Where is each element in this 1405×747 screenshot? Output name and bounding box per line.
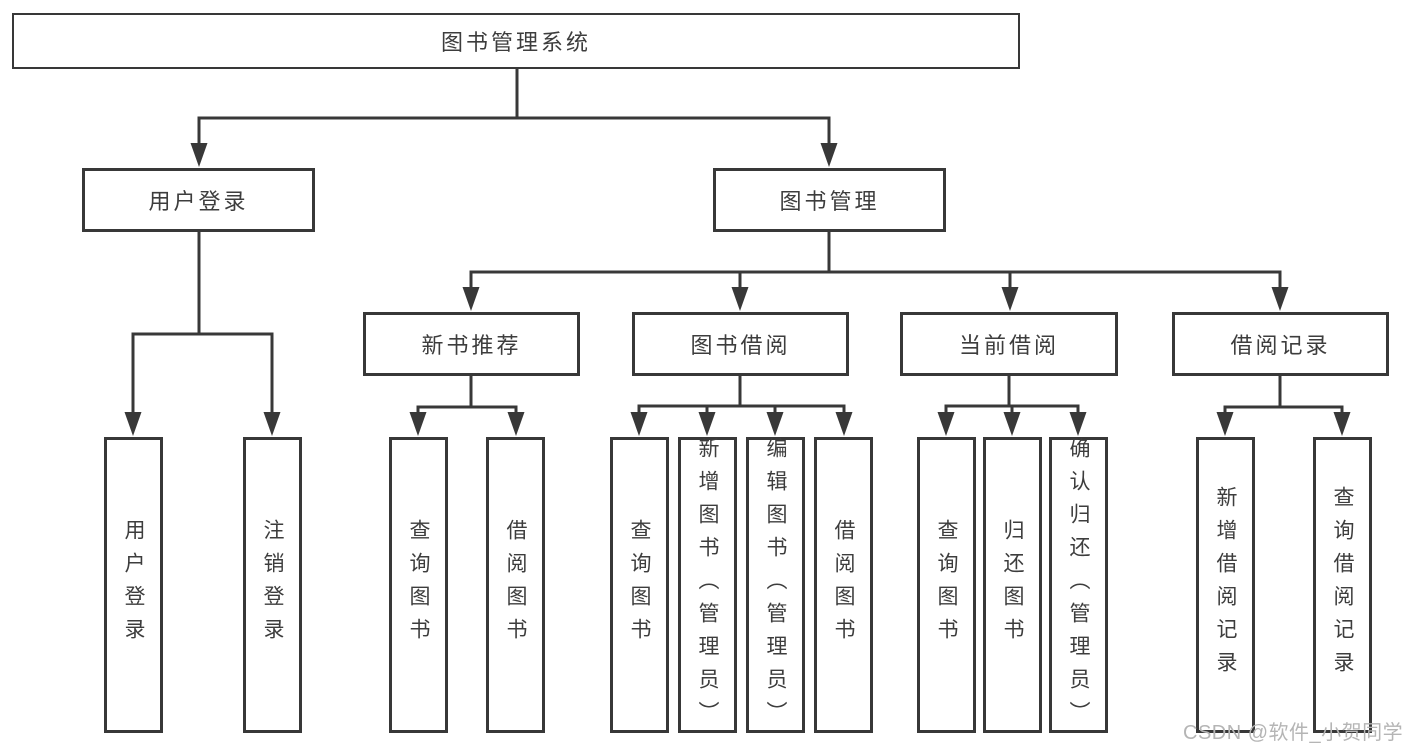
leaf-recommend-query-books: 查询图书 (389, 437, 448, 733)
leaf-label: 新增借阅记录 (1214, 486, 1237, 684)
leaf-borrowing-query-books: 查询图书 (610, 437, 669, 733)
leaf-label: 用户登录 (122, 519, 145, 651)
leaf-user-login: 用户登录 (104, 437, 163, 733)
node-label: 图书管理 (779, 189, 880, 214)
csdn-watermark: CSDN @软件_小贺同学 (1183, 722, 1404, 744)
node-borrowing-records: 借阅记录 (1172, 312, 1389, 376)
leaf-borrowing-add-books-admin: 新增图书（管理员） (678, 436, 737, 734)
leaf-current-query-books: 查询图书 (917, 437, 976, 733)
leaf-label: 查询图书 (407, 519, 430, 651)
leaf-recommend-borrow-books: 借阅图书 (486, 437, 545, 733)
node-user-login: 用户登录 (82, 168, 315, 232)
node-new-book-recommendation: 新书推荐 (363, 312, 580, 376)
node-book-borrowing: 图书借阅 (632, 312, 849, 376)
leaf-label: 注销登录 (261, 519, 284, 651)
leaf-label: 查询图书 (628, 519, 651, 651)
leaf-borrowing-borrow-books: 借阅图书 (814, 437, 873, 733)
leaf-current-confirm-return-admin: 确认归还（管理员） (1049, 436, 1108, 734)
leaf-label: 查询图书 (935, 519, 958, 651)
leaf-current-return-books: 归还图书 (983, 437, 1042, 733)
node-label: 借阅记录 (1230, 333, 1331, 358)
node-label: 用户登录 (148, 189, 249, 214)
leaf-label: 借阅图书 (504, 519, 527, 651)
leaf-label: 借阅图书 (832, 519, 855, 651)
leaf-borrowing-edit-books-admin: 编辑图书（管理员） (746, 436, 805, 734)
arrowheads (124, 143, 1351, 436)
leaf-label: 编辑图书（管理员） (764, 436, 787, 734)
node-label: 图书借阅 (690, 333, 791, 358)
node-label: 当前借阅 (958, 333, 1059, 358)
node-current-borrowing: 当前借阅 (900, 312, 1118, 376)
node-library-management-system: 图书管理系统 (12, 13, 1020, 69)
node-label: 图书管理系统 (440, 30, 591, 55)
leaf-label: 归还图书 (1001, 519, 1024, 651)
leaf-logout: 注销登录 (243, 437, 302, 733)
leaf-label: 确认归还（管理员） (1067, 436, 1090, 734)
node-label: 新书推荐 (421, 333, 522, 358)
leaf-label: 查询借阅记录 (1331, 486, 1354, 684)
node-book-management: 图书管理 (713, 168, 946, 232)
leaf-label: 新增图书（管理员） (696, 436, 719, 734)
leaf-records-query-borrow-record: 查询借阅记录 (1313, 437, 1372, 733)
leaf-records-add-borrow-record: 新增借阅记录 (1196, 437, 1255, 733)
